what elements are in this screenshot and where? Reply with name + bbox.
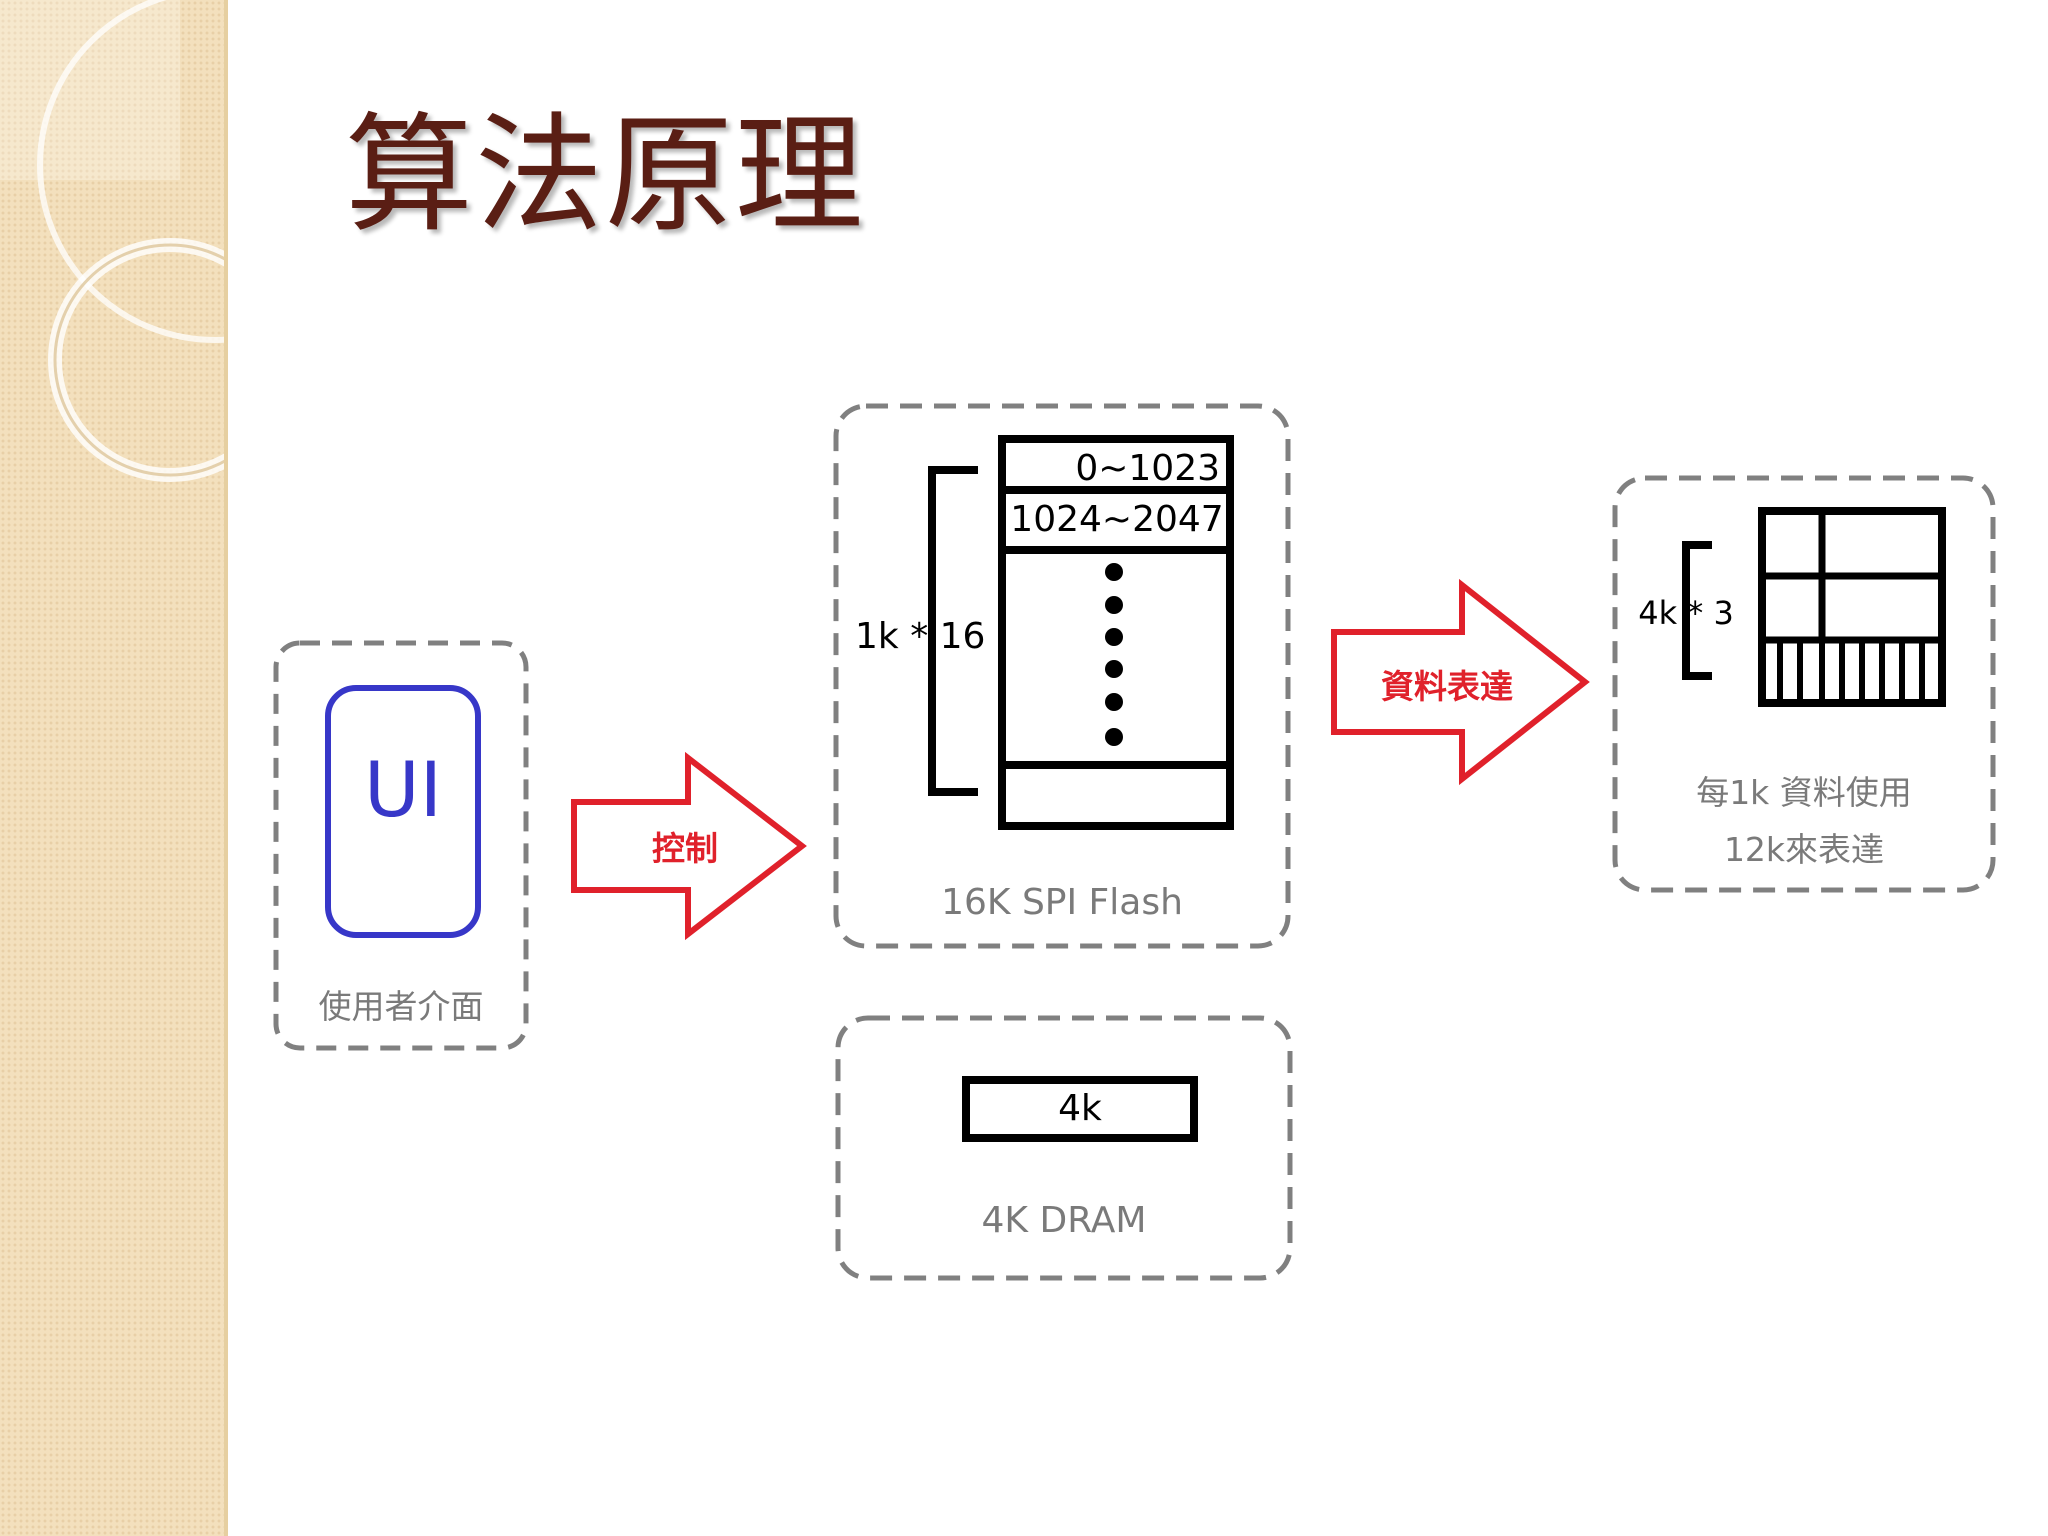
- dram-block: [962, 1076, 1198, 1142]
- flash-caption: 16K SPI Flash: [941, 882, 1183, 923]
- ui-dashed-box: [273, 640, 529, 1051]
- dram-dashed-box: [835, 1015, 1293, 1281]
- result-grid: [1758, 507, 1946, 707]
- flash-bracket-label: 1k * 16: [855, 616, 986, 657]
- arrow-control-label: 控制: [652, 829, 718, 868]
- result-caption-line2: 12k來表達: [1723, 830, 1885, 869]
- sidebar-edge: [224, 0, 228, 1536]
- ellipsis-dots: [1105, 563, 1123, 746]
- result-bracket-label: 4k * 3: [1638, 594, 1734, 632]
- arrow-control: [571, 751, 807, 941]
- slide-title: 算法原理: [345, 101, 866, 250]
- result-caption-line1: 每1k 資料使用: [1696, 773, 1912, 812]
- arrow-represent: [1331, 578, 1590, 786]
- ui-icon-frame: [325, 685, 481, 938]
- result-dashed-box: [1612, 475, 1996, 893]
- result-bracket: [1682, 541, 1712, 680]
- flash-row-0: 0~1023: [1075, 448, 1220, 489]
- flash-bracket: [928, 466, 978, 796]
- arrow-represent-label: 資料表達: [1381, 667, 1513, 706]
- decorative-rings: [0, 0, 228, 482]
- flash-dashed-box: [833, 403, 1291, 949]
- ui-icon-text: UI: [363, 745, 443, 834]
- flash-row-1: 1024~2047: [1010, 499, 1224, 540]
- result-grid-fine-lines: [1777, 640, 1925, 703]
- dram-caption: 4K DRAM: [981, 1200, 1147, 1241]
- dram-cell-label: 4k: [1058, 1088, 1102, 1129]
- ui-caption: 使用者介面: [318, 987, 484, 1026]
- decorative-sidebar: [0, 0, 228, 1536]
